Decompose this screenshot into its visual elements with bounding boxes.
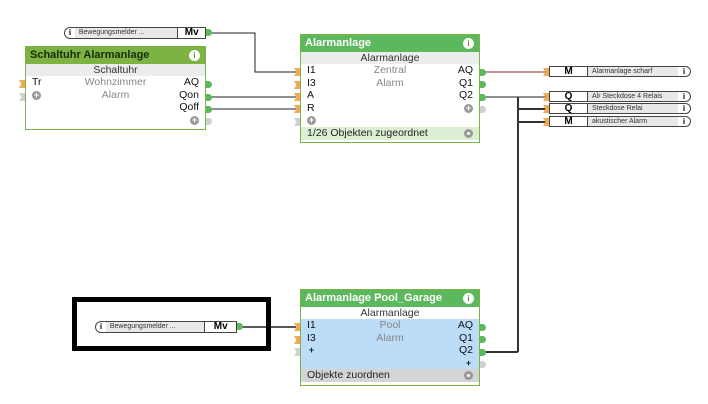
output-reference[interactable]: Q Steckdose Relai i: [549, 103, 691, 114]
output-port[interactable]: [480, 81, 486, 88]
input-port[interactable]: [543, 93, 549, 101]
port-row: +: [26, 114, 205, 127]
motion-sensor-reference-top[interactable]: i Bewegungsmelder ... Mv: [64, 27, 206, 39]
info-icon[interactable]: i: [189, 50, 200, 61]
assign-objects-label: Objekte zuordnen: [307, 369, 390, 381]
block-title: Alarmanlage: [305, 37, 372, 49]
output-port[interactable]: [237, 323, 243, 330]
info-icon[interactable]: i: [682, 117, 686, 126]
input-port[interactable]: [19, 93, 25, 101]
output-port[interactable]: [480, 324, 486, 331]
info-icon[interactable]: i: [682, 92, 686, 101]
add-input-button[interactable]: +: [307, 115, 316, 125]
output-port[interactable]: [480, 106, 486, 113]
add-output-button[interactable]: +: [190, 114, 199, 125]
settings-icon[interactable]: [464, 371, 473, 380]
output-reference[interactable]: M akustischer Alarm i: [549, 116, 691, 127]
info-icon[interactable]: i: [463, 38, 474, 49]
output-port[interactable]: [206, 94, 212, 101]
port-row: +Q2: [308, 344, 473, 356]
block-title: Schaltuhr Alarmanlage: [30, 49, 150, 61]
block-footer[interactable]: Objekte zuordnen: [301, 369, 479, 382]
output-port[interactable]: [480, 349, 486, 356]
input-port[interactable]: [543, 105, 549, 113]
wire-motion-to-alarm-i1: [211, 32, 296, 73]
block-header[interactable]: Alarmanlage i: [301, 35, 479, 52]
port-row: R+: [307, 101, 473, 114]
add-output-button[interactable]: +: [465, 357, 472, 368]
reference-type: Mv: [177, 28, 206, 38]
output-port[interactable]: [480, 336, 486, 343]
output-port[interactable]: [480, 69, 486, 76]
block-alarmanlage-pool-garage[interactable]: Alarmanlage Pool_Garage i Alarmanlage I1…: [300, 289, 480, 386]
input-port[interactable]: [294, 68, 300, 76]
output-port[interactable]: [480, 94, 486, 101]
block-subtitle: Alarmanlage: [301, 307, 479, 319]
block-header[interactable]: Schaltuhr Alarmanlage i: [26, 47, 205, 64]
output-port[interactable]: [206, 106, 212, 113]
selection-frame: [72, 297, 271, 351]
reference-type: Mv: [204, 322, 236, 332]
output-name: Steckdose Relai: [588, 104, 678, 113]
port-row: Qoff: [179, 101, 199, 113]
input-port[interactable]: [294, 118, 300, 126]
settings-icon[interactable]: [464, 128, 473, 138]
info-icon[interactable]: i: [682, 104, 686, 113]
info-icon[interactable]: i: [99, 322, 103, 331]
output-port[interactable]: [206, 29, 212, 36]
input-port[interactable]: [294, 93, 300, 101]
output-port[interactable]: [206, 81, 212, 88]
input-port[interactable]: [294, 336, 300, 344]
motion-sensor-reference-pool[interactable]: i Bewegungsmelder ... Mv: [95, 321, 237, 333]
assigned-objects-label: 1/26 Objekten zugeordnet: [307, 126, 428, 139]
output-name: Alarmanlage scharf: [588, 67, 678, 76]
add-input-button[interactable]: +: [32, 89, 41, 100]
input-port[interactable]: [19, 80, 25, 88]
output-type: Q: [550, 104, 588, 114]
block-header[interactable]: Alarmanlage Pool_Garage i: [301, 290, 479, 307]
input-port[interactable]: [543, 118, 549, 126]
output-reference[interactable]: Q Alr Steckdose 4 Relais i: [549, 91, 691, 102]
reference-name: Bewegungsmelder ...: [105, 322, 205, 332]
port-row: +: [301, 357, 479, 370]
input-port[interactable]: [543, 68, 549, 76]
input-port[interactable]: [294, 105, 300, 113]
output-name: akustischer Alarm: [588, 117, 678, 126]
output-type: Q: [550, 92, 588, 102]
input-port[interactable]: [294, 81, 300, 89]
output-name: Alr Steckdose 4 Relais: [588, 92, 678, 101]
output-type: M: [550, 117, 588, 127]
output-port[interactable]: [206, 118, 212, 125]
output-type: M: [550, 67, 588, 77]
port-row: +: [301, 114, 479, 127]
info-icon[interactable]: i: [682, 67, 686, 76]
info-icon[interactable]: i: [68, 28, 72, 37]
add-input-button[interactable]: +: [308, 345, 315, 355]
block-subtitle: Schaltuhr: [26, 64, 205, 76]
input-port[interactable]: [294, 323, 300, 331]
info-icon[interactable]: i: [463, 293, 474, 304]
reference-name: Bewegungsmelder ...: [74, 28, 178, 38]
input-port[interactable]: [294, 348, 300, 356]
block-title: Alarmanlage Pool_Garage: [305, 292, 442, 304]
output-port[interactable]: [480, 361, 486, 368]
add-output-button[interactable]: +: [464, 102, 473, 113]
block-footer[interactable]: 1/26 Objekten zugeordnet: [301, 126, 479, 140]
block-subtitle: Alarmanlage: [301, 52, 479, 64]
output-reference[interactable]: M Alarmanlage scharf i: [549, 66, 691, 77]
